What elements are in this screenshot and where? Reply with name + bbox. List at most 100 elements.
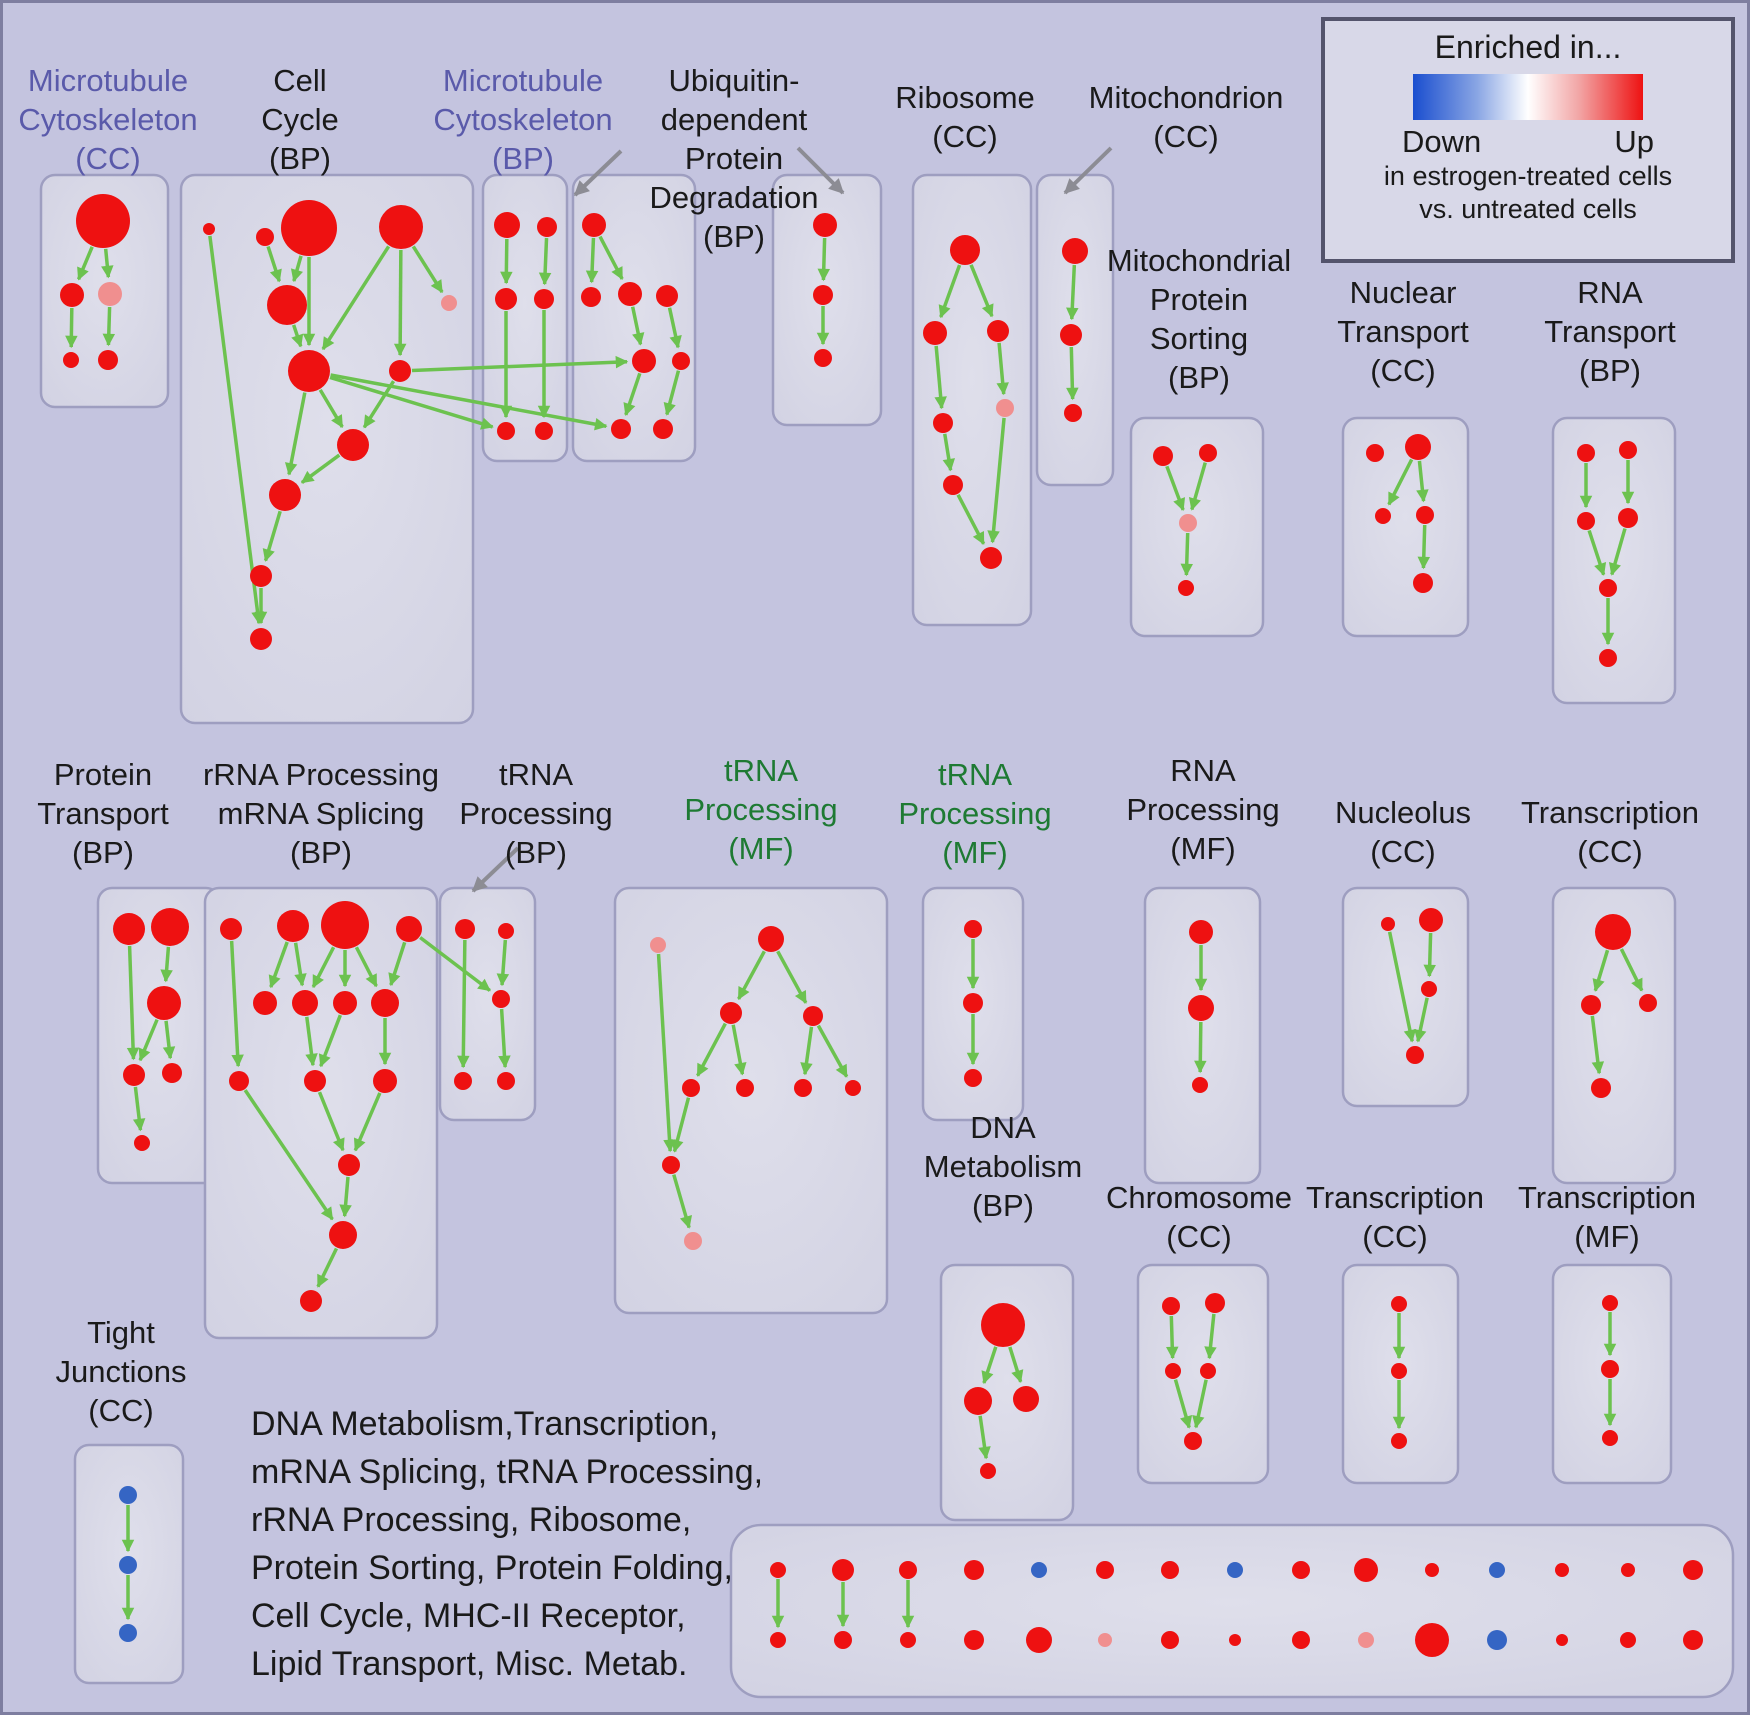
- go-node-pt3: [147, 986, 181, 1020]
- edge-cc12-cc8: [362, 380, 396, 429]
- edge-tm4-tm7: [800, 1026, 814, 1076]
- go-node-rib5: [996, 399, 1014, 417]
- edge-rr3-rr8: [354, 946, 378, 988]
- go-node-nu1: [1381, 917, 1395, 931]
- edge-tc1-tc2: [1592, 949, 1610, 992]
- edge-mit2-mit3: [1066, 346, 1079, 401]
- go-node-t23: [1391, 1433, 1407, 1449]
- edge-mcc3-mcc5: [102, 306, 116, 347]
- go-node-rp1: [1189, 920, 1213, 944]
- edge-pt3-pt5: [162, 1020, 176, 1060]
- go-node-rr9: [229, 1071, 249, 1091]
- go-node-rp3: [1192, 1077, 1208, 1093]
- go-node-mbp6: [535, 422, 553, 440]
- edge-tm1-tm9: [656, 953, 676, 1153]
- go-node-tm9: [662, 1156, 680, 1174]
- label-mitochondrion: Mitochondrion(CC): [1089, 80, 1284, 154]
- edge-rr10-rr12: [317, 1091, 345, 1152]
- edge-mbp2-mbp4: [538, 237, 552, 286]
- edge-tc1-tc3: [1619, 948, 1644, 992]
- go-node-nt5: [1413, 573, 1433, 593]
- edge-rr6-rr10: [305, 1016, 318, 1067]
- go-node-mb3: [900, 1632, 916, 1648]
- go-node-cc8: [337, 429, 369, 461]
- go-node-mit3: [1064, 404, 1082, 422]
- go-node-nt3: [1375, 508, 1391, 524]
- cluster-box-rna-processing-mf: [1143, 886, 1262, 1185]
- go-node-ms3: [1179, 514, 1197, 532]
- go-node-dm2: [964, 1387, 992, 1415]
- go-node-mb11: [1415, 1623, 1449, 1657]
- cluster-box-trna-processing-bp: [438, 886, 537, 1122]
- go-node-mbp4: [534, 289, 554, 309]
- go-node-rr1: [220, 918, 242, 940]
- go-node-tb1: [455, 919, 475, 939]
- edge-rib1-rib2: [938, 264, 962, 319]
- edge-tm5-tm9: [671, 1097, 691, 1153]
- edge-rr4-rr8: [388, 941, 407, 987]
- edge-rib1-rib3: [969, 264, 994, 318]
- go-node-mbp3: [495, 288, 517, 310]
- go-node-tm5: [682, 1079, 700, 1097]
- edge-cc4-cc6: [411, 245, 444, 294]
- go-node-mb9: [1292, 1631, 1310, 1649]
- go-node-rr3: [321, 901, 369, 949]
- legend-scale-labels: Down Up: [1402, 124, 1654, 160]
- edge-tm2-tm4: [776, 950, 808, 1004]
- label-pointer-arrow-4: [471, 846, 520, 893]
- go-node-tc1: [1595, 914, 1631, 950]
- edge-tb1-tb4: [457, 939, 470, 1069]
- go-node-pt1: [113, 913, 145, 945]
- go-node-t32: [1601, 1360, 1619, 1378]
- go-node-tn1: [964, 920, 982, 938]
- go-node-tm4: [803, 1006, 823, 1026]
- edge-rr12-rr13: [339, 1176, 352, 1218]
- go-node-cc11: [250, 628, 272, 650]
- go-node-cc9: [269, 479, 301, 511]
- edge-tb2-tb3: [496, 939, 510, 987]
- go-node-rt3: [1577, 512, 1595, 530]
- go-node-tm8: [845, 1080, 861, 1096]
- go-node-cc1: [203, 223, 215, 235]
- edge-rt3-rt5: [1587, 529, 1607, 576]
- cluster-box-nucleolus: [1341, 886, 1470, 1108]
- label-pointer-arrow-1: [573, 149, 623, 197]
- edge-ms3-ms4: [1180, 532, 1193, 577]
- go-node-tj1: [119, 1486, 137, 1504]
- go-node-rt1: [1577, 444, 1595, 462]
- go-node-cc7: [288, 350, 330, 392]
- go-node-mt12: [1489, 1562, 1505, 1578]
- go-node-t21: [1391, 1296, 1407, 1312]
- go-node-rr11: [373, 1069, 397, 1093]
- edge-pt1-pt4: [126, 945, 140, 1061]
- edge-ch2-ch4: [1204, 1313, 1217, 1360]
- go-node-cc12: [389, 360, 411, 382]
- edge-cc7-cc8: [318, 389, 344, 429]
- go-node-tb4: [454, 1072, 472, 1090]
- edge-rib2-rib4: [934, 345, 947, 410]
- go-node-rr10: [304, 1070, 326, 1092]
- label-pointer-arrow-3: [1063, 146, 1113, 195]
- edge-cc9-cc10: [262, 510, 282, 562]
- go-node-rr5: [253, 991, 277, 1015]
- go-node-ubq7: [611, 419, 631, 439]
- go-node-mb7: [1161, 1631, 1179, 1649]
- edge-tm3-tm6: [731, 1024, 747, 1076]
- edge-tm4-tm8: [816, 1024, 849, 1078]
- legend-title: Enriched in...: [1434, 29, 1622, 65]
- go-node-mb2: [834, 1631, 852, 1649]
- go-node-rr12: [338, 1154, 360, 1176]
- edge-ubq1-ubq2: [585, 237, 599, 284]
- go-node-tj2: [119, 1556, 137, 1574]
- go-node-mb15: [1683, 1630, 1703, 1650]
- cluster-box-mitochondrial-protein-sorting: [1129, 416, 1265, 638]
- go-node-rr8: [371, 989, 399, 1017]
- go-node-rt6: [1599, 649, 1617, 667]
- edge-nt4-nt5: [1417, 524, 1431, 570]
- go-node-mt13: [1555, 1563, 1569, 1577]
